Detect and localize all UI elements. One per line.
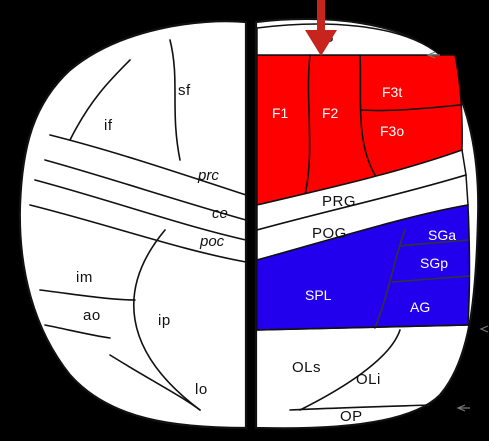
label-pog: POG bbox=[312, 225, 347, 242]
sulcus-poc bbox=[29, 204, 247, 263]
sulcus-ip bbox=[132, 229, 201, 411]
label-oli: OLi bbox=[356, 371, 381, 388]
label-lo: lo bbox=[195, 381, 208, 398]
left-hemisphere bbox=[18, 20, 248, 430]
sulcus-lo bbox=[109, 354, 201, 411]
label-op: OP bbox=[340, 408, 363, 425]
down-arrow-icon bbox=[305, 0, 337, 56]
label-prg: PRG bbox=[322, 193, 356, 210]
label-if: if bbox=[104, 117, 113, 134]
label-ip: ip bbox=[158, 312, 171, 329]
side-arrow-icon bbox=[426, 51, 489, 412]
sulcus-ao bbox=[44, 324, 111, 339]
occipital-border bbox=[256, 324, 469, 331]
label-f3o: F3o bbox=[380, 123, 404, 139]
sulcus-ce bbox=[34, 179, 247, 241]
label-ag: AG bbox=[410, 299, 430, 315]
label-f2: F2 bbox=[322, 105, 339, 121]
sulcus-if bbox=[69, 59, 131, 141]
label-ce: ce bbox=[212, 205, 228, 222]
sulcus-prc-1 bbox=[49, 134, 247, 196]
label-sgp: SGp bbox=[420, 255, 448, 271]
parietal-division-1 bbox=[374, 229, 406, 329]
label-f3t: F3t bbox=[382, 84, 402, 100]
label-im: im bbox=[76, 269, 93, 286]
sulcus-sf bbox=[169, 39, 181, 161]
sulcus-im bbox=[39, 289, 136, 301]
occipital-division bbox=[299, 329, 401, 411]
parietal-division-3 bbox=[391, 275, 470, 283]
parietal-division-2 bbox=[399, 239, 469, 247]
parietal-region-blue bbox=[256, 204, 471, 331]
label-ols: OLs bbox=[292, 359, 321, 376]
frontal-division-1 bbox=[304, 54, 311, 196]
op-border bbox=[289, 404, 431, 411]
label-spl: SPL bbox=[305, 287, 332, 303]
frontal-division-3 bbox=[361, 104, 461, 112]
label-f1: F1 bbox=[272, 105, 289, 121]
sulcus-prc-2 bbox=[44, 159, 247, 221]
label-sf: sf bbox=[178, 82, 191, 99]
label-sga: SGa bbox=[428, 227, 456, 243]
frontal-division-2 bbox=[359, 54, 376, 176]
label-prc: prc bbox=[197, 167, 219, 184]
label-poc: poc bbox=[199, 233, 225, 250]
fp-region bbox=[256, 23, 443, 56]
label-ao: ao bbox=[83, 307, 101, 324]
